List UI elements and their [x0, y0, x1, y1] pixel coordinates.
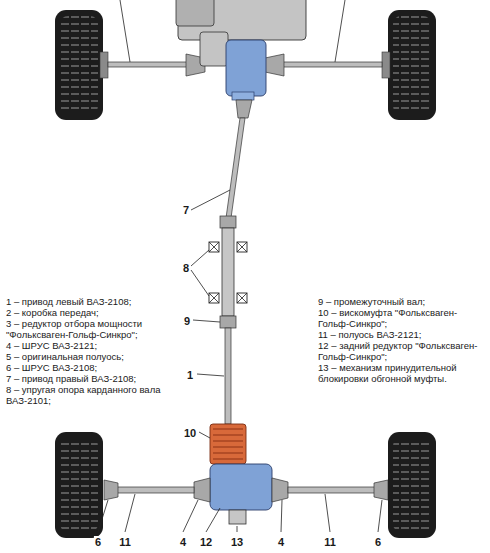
callout-number: 13: [230, 536, 244, 548]
rear-differential: [194, 464, 288, 524]
rear-wheels: [55, 432, 436, 538]
callout-number: 4: [179, 536, 187, 548]
key-entry: 1 – привод левый ВАЗ-2108;: [6, 296, 182, 307]
gearbox: [176, 0, 306, 100]
callout-number: 10: [183, 427, 197, 439]
key-entry: 6 – ШРУС ВАЗ-2108;: [6, 362, 182, 373]
callout-number: 4: [277, 536, 285, 548]
callout-number: 12: [199, 536, 213, 548]
key-entry: 2 – коробка передач;: [6, 307, 182, 318]
callout-number: 7: [182, 204, 190, 216]
key-entry: 4 – ШРУС ВАЗ-2121;: [6, 340, 182, 351]
key-entry: 7 – привод правый ВАЗ-2108;: [6, 373, 182, 384]
viscous-coupling: [210, 424, 246, 464]
key-entry: 8 – упругая опора карданного вала ВАЗ-21…: [6, 384, 182, 406]
rear-axle-shafts: [104, 480, 388, 500]
callout-number: 11: [323, 536, 337, 548]
callout-number: 6: [94, 536, 102, 548]
callout-number: 6: [374, 536, 382, 548]
callout-number: 8: [182, 262, 190, 274]
callout-number: 1: [186, 369, 194, 381]
key-entry: 13 – механизм принудительной блокировки …: [318, 362, 486, 384]
callout-number: 11: [118, 536, 132, 548]
key-entry: 3 – редуктор отбора мощности "Фольксваге…: [6, 318, 182, 340]
key-entry: 10 – вискомуфта "Фольксваген-Гольф-Синкр…: [318, 307, 486, 329]
callout-number: 9: [183, 315, 191, 327]
key-entry: 11 – полуось ВАЗ-2121;: [318, 329, 486, 340]
key-entry: 12 – задний редуктор "Фольксваген-Гольф-…: [318, 340, 486, 362]
key-entry: 5 – оригинальная полуось;: [6, 351, 182, 362]
key-entry: 9 – промежуточный вал;: [318, 296, 486, 307]
